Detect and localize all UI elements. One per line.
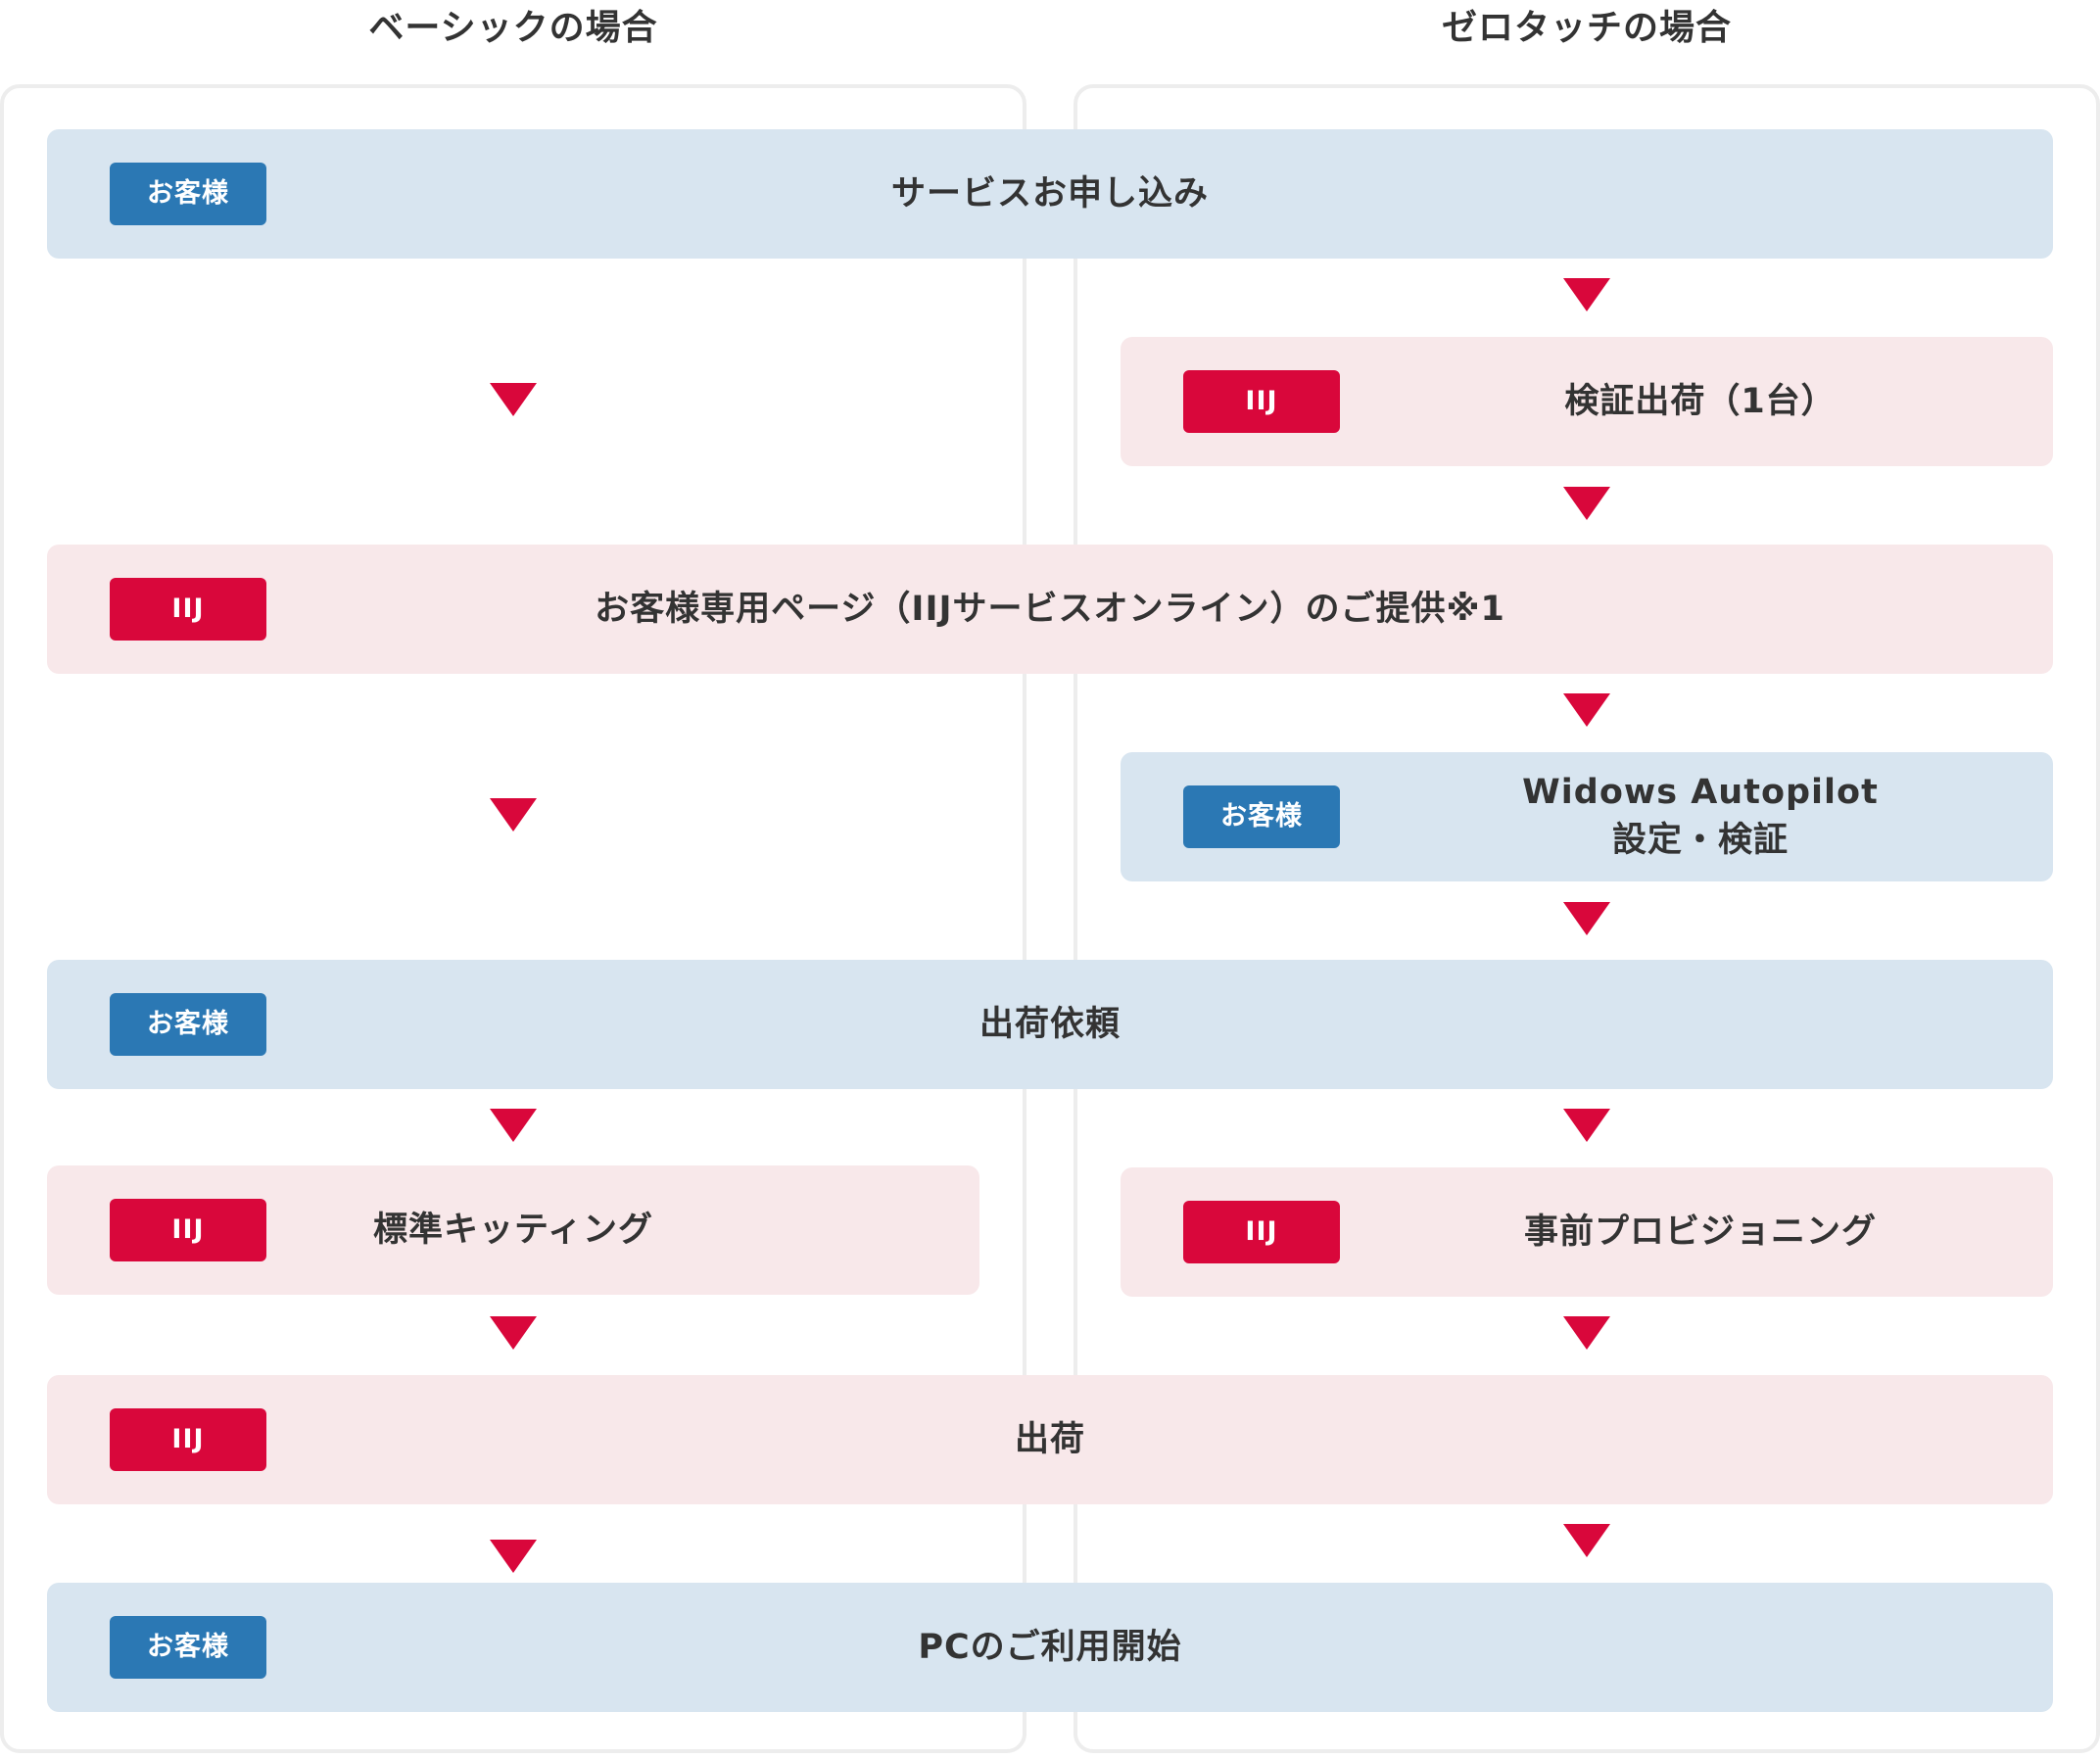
step-label: サービスお申し込み	[890, 173, 1209, 214]
step-label: 事前プロビジョニング	[1523, 1212, 1877, 1252]
flow-arrow-icon	[490, 383, 537, 416]
iij-badge: IIJ	[110, 1408, 266, 1471]
flow-arrow-icon	[490, 1540, 537, 1573]
zero-touch-column-header: ゼロタッチの場合	[1441, 8, 1732, 48]
iij-badge: IIJ	[1183, 1201, 1340, 1263]
flow-arrow-icon	[1563, 1316, 1610, 1350]
flow-arrow-icon	[490, 1316, 537, 1350]
step-label: Widows Autopilot 設定・検証	[1348, 752, 2053, 881]
flow-arrow-icon	[490, 1109, 537, 1142]
step-label: PCのご利用開始	[918, 1627, 1182, 1667]
step-shipping-request: お客様 出荷依頼	[47, 960, 2053, 1089]
basic-column-frame	[0, 84, 1026, 1753]
customer-badge: お客様	[110, 1616, 266, 1679]
step-label: 出荷依頼	[978, 1004, 1121, 1044]
step-pc-usage-start: お客様 PCのご利用開始	[47, 1583, 2053, 1712]
step-label: 標準キッティング	[373, 1210, 653, 1250]
step-customer-page: IIJ お客様専用ページ（IIJサービスオンライン）のご提供※1	[47, 545, 2053, 674]
iij-badge: IIJ	[110, 1199, 266, 1261]
iij-badge: IIJ	[110, 578, 266, 641]
step-pre-provisioning: IIJ 事前プロビジョニング	[1121, 1167, 2053, 1297]
flow-arrow-icon	[1563, 1109, 1610, 1142]
customer-badge: お客様	[110, 163, 266, 225]
step-verification-shipment: IIJ 検証出荷（1台）	[1121, 337, 2053, 466]
step-label-line2: 設定・検証	[1611, 821, 1789, 860]
step-service-application: お客様 サービスお申し込み	[47, 129, 2053, 259]
step-label: お客様専用ページ（IIJサービスオンライン）のご提供※1	[595, 589, 1505, 629]
basic-column-header: ベーシックの場合	[368, 8, 658, 48]
flow-arrow-icon	[1563, 278, 1610, 311]
flow-arrow-icon	[1563, 1524, 1610, 1557]
flow-arrow-icon	[1563, 693, 1610, 727]
step-label: 出荷	[1014, 1419, 1085, 1459]
step-standard-kitting: IIJ 標準キッティング	[47, 1165, 979, 1295]
flow-arrow-icon	[1563, 487, 1610, 520]
zero-touch-column-frame	[1074, 84, 2100, 1753]
customer-badge: お客様	[110, 993, 266, 1056]
step-label-line1: Widows Autopilot	[1522, 773, 1879, 812]
flow-arrow-icon	[490, 798, 537, 832]
step-label: 検証出荷（1台）	[1564, 381, 1837, 421]
customer-badge: お客様	[1183, 785, 1340, 848]
step-shipment: IIJ 出荷	[47, 1375, 2053, 1504]
iij-badge: IIJ	[1183, 370, 1340, 433]
step-autopilot-setup: お客様 Widows Autopilot 設定・検証	[1121, 752, 2053, 881]
flow-arrow-icon	[1563, 902, 1610, 935]
